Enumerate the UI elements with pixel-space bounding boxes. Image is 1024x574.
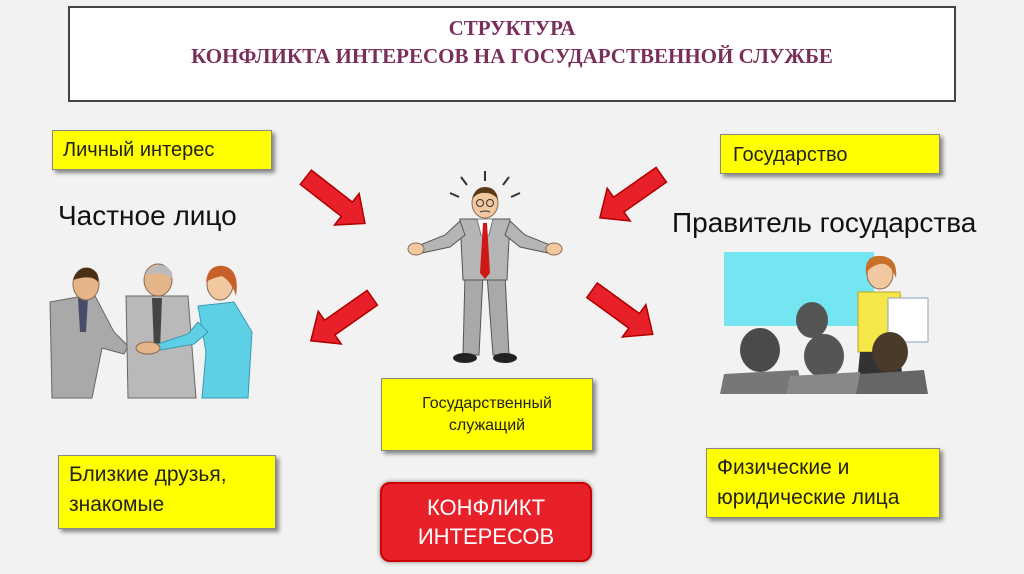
arrow-top-left xyxy=(299,169,366,226)
arrow-bottom-left xyxy=(309,289,379,345)
title-box: СТРУКТУРА КОНФЛИКТА ИНТЕРЕСОВ НА ГОСУДАР… xyxy=(68,6,956,102)
private-person-heading: Частное лицо xyxy=(58,200,237,231)
presentation-illustration xyxy=(720,252,929,394)
conflict-of-interest-box: КОНФЛИКТ ИНТЕРЕСОВ xyxy=(380,482,592,562)
arrow-bottom-right xyxy=(585,281,654,338)
civil-servant-line-1: Государственный xyxy=(422,395,552,412)
handshake-illustration xyxy=(49,263,253,399)
entities-line-2: юридические лица xyxy=(717,486,900,509)
conflict-line-1: КОНФЛИКТ xyxy=(426,495,546,520)
title-line-1: СТРУКТУРА xyxy=(448,16,576,40)
friends-acquaintances-label: Близкие друзья, знакомые xyxy=(58,455,276,529)
individuals-entities-label: Физические и юридические лица xyxy=(706,448,940,518)
entities-line-1: Физические и xyxy=(717,456,850,479)
state-ruler-heading: Правитель государства xyxy=(672,207,977,238)
conflict-line-2: ИНТЕРЕСОВ xyxy=(417,524,555,549)
civil-servant-figure xyxy=(407,171,563,363)
state-label: Государство xyxy=(720,134,940,174)
personal-interest-label: Личный интерес xyxy=(52,130,272,170)
civil-servant-label: Государственный служащий xyxy=(381,378,593,451)
title-line-2: КОНФЛИКТА ИНТЕРЕСОВ НА ГОСУДАРСТВЕННОЙ С… xyxy=(191,44,833,68)
friends-line-2: знакомые xyxy=(69,493,165,516)
arrow-top-right xyxy=(598,166,668,222)
friends-line-1: Близкие друзья, xyxy=(69,463,227,486)
civil-servant-line-2: служащий xyxy=(448,417,526,434)
